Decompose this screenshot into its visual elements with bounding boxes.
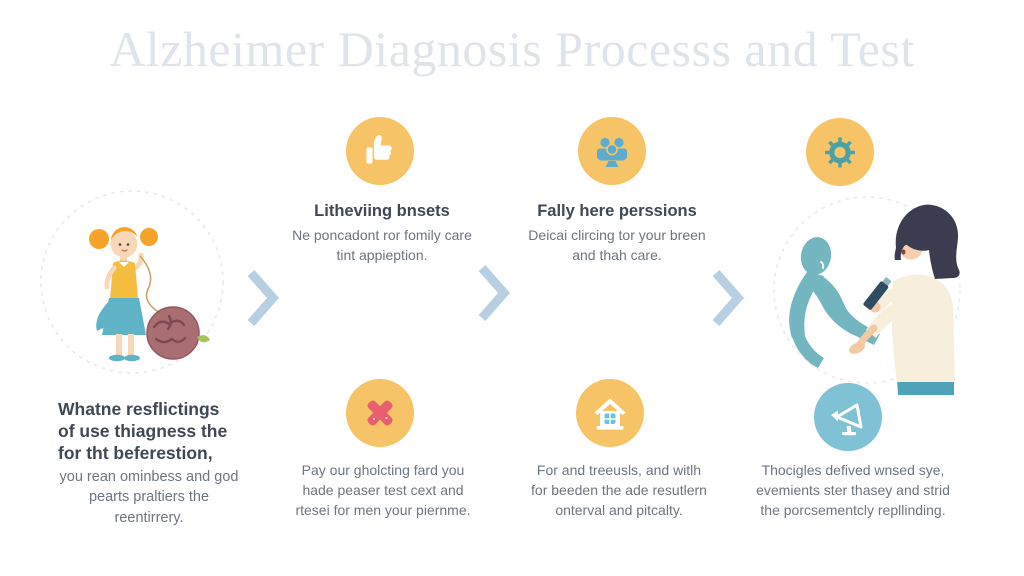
step-1-heading: Whatne resflictings of use thiagness the… xyxy=(58,399,228,464)
step-1-body: you rean ominbess and god pearts praltie… xyxy=(59,468,239,526)
string xyxy=(139,255,161,314)
megaphone-icon xyxy=(814,383,882,451)
girl-brain-illustration-svg xyxy=(40,190,224,374)
arrow-right-icon xyxy=(246,267,280,334)
step-2-bottom-body: Pay our gholcting fard you hade peaser t… xyxy=(295,462,471,518)
brain-ball xyxy=(146,306,210,360)
step-3-bottom-text: For and treeusls, and witlh for beeden t… xyxy=(528,461,710,521)
step-2-heading: Litheviing bnsets xyxy=(314,202,450,220)
silhouette-face-line xyxy=(820,261,825,269)
arrow-right-icon xyxy=(711,267,745,334)
girl-figure xyxy=(89,227,158,362)
house-icon xyxy=(576,379,644,447)
patient-silhouette xyxy=(789,237,880,368)
step-1-text: Whatne resflictings of use thiagness the… xyxy=(58,398,240,528)
memory-test-illustration-svg xyxy=(773,196,961,395)
examiner-figure xyxy=(849,204,960,395)
test-device xyxy=(863,277,892,310)
step-2-top-text: Litheviing bnsets Ne poncadont ror fomil… xyxy=(292,201,472,266)
examiner-pants xyxy=(897,378,954,395)
step-4-bottom-text: Thocigles defived wnsed sye, evemients s… xyxy=(754,461,952,521)
family-icon xyxy=(578,117,646,185)
step-3-bottom-body: For and treeusls, and witlh for beeden t… xyxy=(531,462,707,518)
step-2-top-body: Ne poncadont ror fomily care tint appiep… xyxy=(292,226,472,263)
step-2-bottom-text: Pay our gholcting fard you hade peaser t… xyxy=(293,461,473,521)
x-mark-icon xyxy=(346,379,414,447)
examiner-hair xyxy=(894,204,960,279)
memory-test-illustration xyxy=(762,190,1002,395)
thumbs-up-icon xyxy=(346,117,414,185)
step-4-bottom-body: Thocigles defived wnsed sye, evemients s… xyxy=(756,462,950,518)
gear-icon xyxy=(806,118,874,186)
girl-brain-illustration xyxy=(36,186,228,378)
page-title: Alzheimer Diagnosis Processs and Test xyxy=(109,21,915,77)
step-3-top-text: Fally here perssions Deicai clircing tor… xyxy=(527,201,707,266)
step-3-top-body: Deicai clircing tor your breen and thah … xyxy=(528,226,706,263)
arrow-right-icon xyxy=(477,262,511,329)
leaf xyxy=(197,335,210,343)
step-3-heading: Fally here perssions xyxy=(537,202,697,220)
